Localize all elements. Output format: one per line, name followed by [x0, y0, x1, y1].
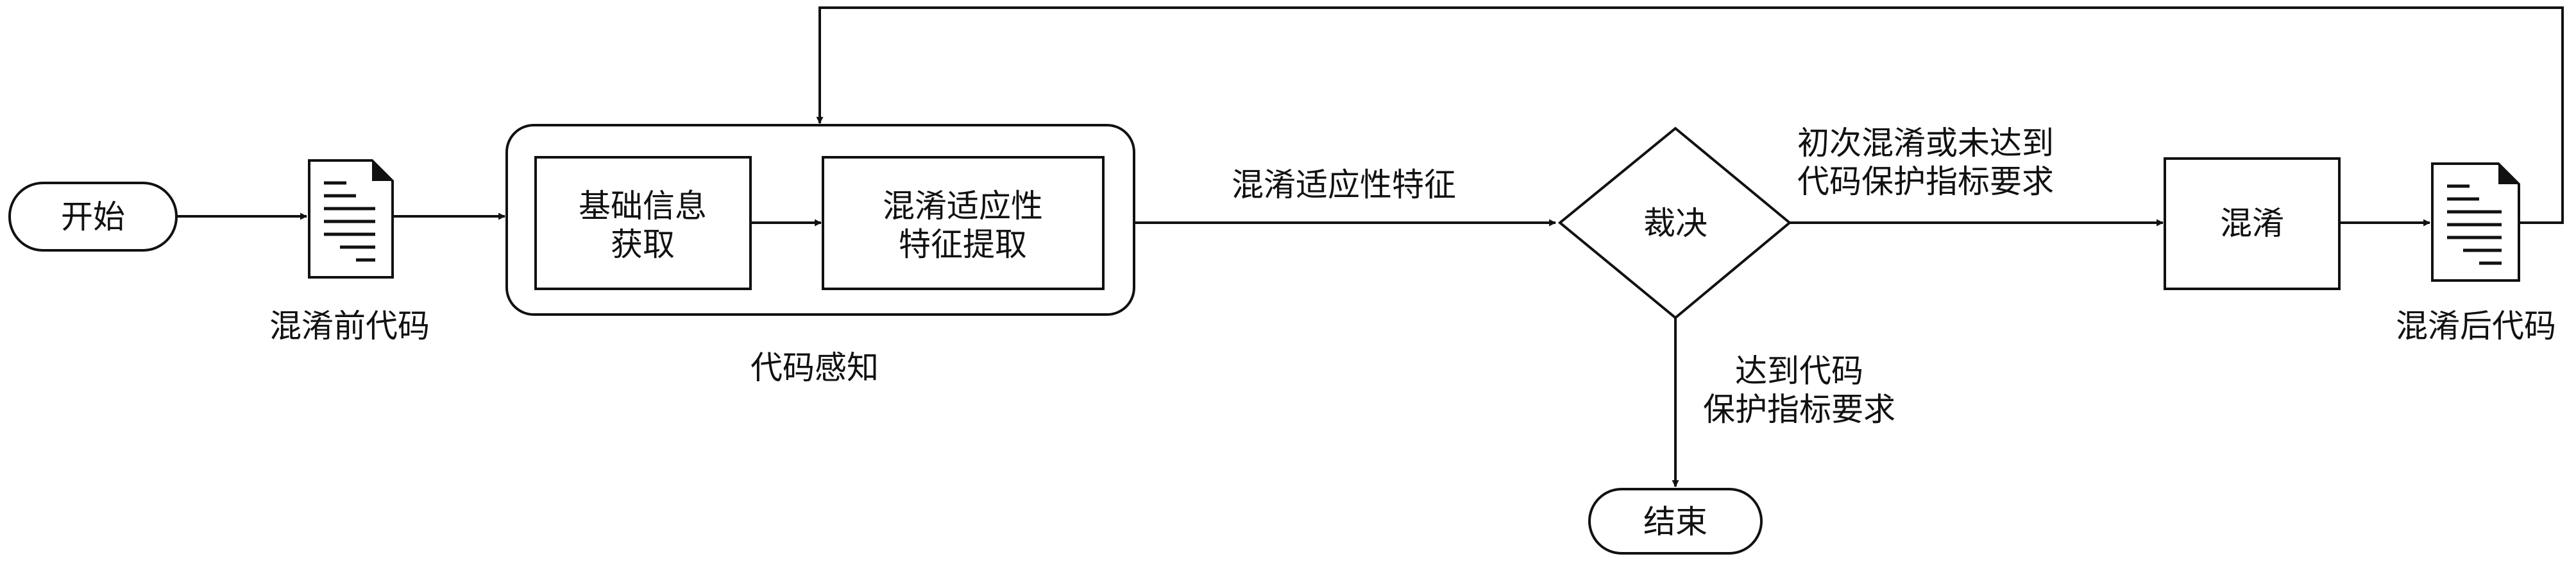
met-label-line2: 保护指标要求: [1703, 391, 1895, 428]
decision-label: 裁决: [1643, 205, 1707, 242]
basic-info-label-line2: 获取: [611, 226, 675, 263]
feature-edge-label: 混淆适应性特征: [1232, 166, 1456, 203]
perception-group-label: 代码感知: [750, 349, 879, 386]
edge-feedback-loop: [816, 6, 2564, 224]
feature-extract-label-line2: 特征提取: [899, 226, 1027, 263]
start-label: 开始: [61, 198, 125, 236]
basic-info-box: [534, 156, 752, 290]
not-met-label-line2: 代码保护指标要求: [1797, 163, 2054, 200]
feature-extract-box: [822, 156, 1105, 290]
end-label: 结束: [1643, 503, 1707, 540]
doc-before-label: 混淆前代码: [269, 307, 430, 345]
end-terminal: [1588, 488, 1763, 555]
doc-after-label: 混淆后代码: [2396, 307, 2556, 345]
obfuscate-box: [2164, 157, 2341, 290]
doc-before-icon: [308, 159, 394, 279]
met-label-line1: 达到代码: [1735, 352, 1863, 390]
obfuscate-label: 混淆: [2220, 205, 2284, 242]
feature-extract-label-line1: 混淆适应性: [883, 187, 1043, 225]
not-met-label-line1: 初次混淆或未达到: [1797, 125, 2054, 162]
doc-after-icon: [2431, 162, 2520, 282]
basic-info-label-line1: 基础信息: [579, 187, 707, 225]
